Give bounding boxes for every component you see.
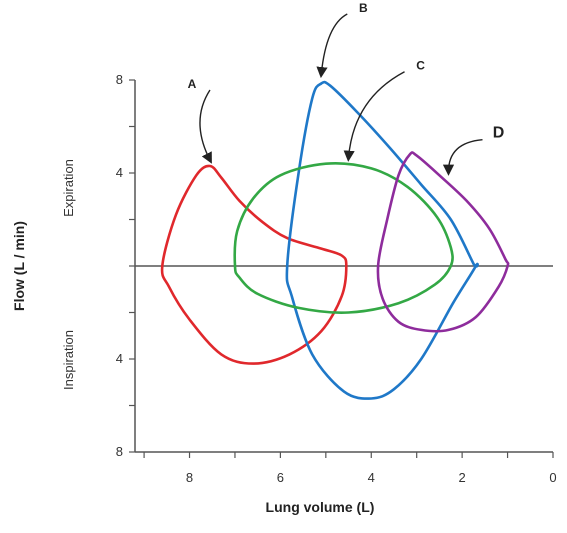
x-tick-label: 4 — [368, 470, 375, 485]
expiration-label: Expiration — [61, 159, 76, 217]
x-axis-title: Lung volume (L) — [266, 499, 375, 515]
x-tick-label: 2 — [459, 470, 466, 485]
x-tick-label: 8 — [186, 470, 193, 485]
y-tick-label: 4 — [116, 351, 123, 366]
series-loop-d — [376, 151, 510, 333]
callout-arrow-a — [199, 89, 212, 164]
series-loop-c — [233, 162, 454, 314]
callout-label-b: B — [359, 1, 368, 15]
inspiration-label: Inspiration — [61, 330, 76, 390]
x-tick-label: 0 — [549, 470, 556, 485]
callout-label-a: A — [188, 77, 197, 91]
y-axis-title: Flow (L / min) — [11, 221, 27, 311]
callout-arrow-b — [316, 13, 348, 79]
y-tick-label: 8 — [116, 72, 123, 87]
series-loop-a — [160, 164, 348, 365]
series-loop-b — [285, 80, 479, 400]
callout-label-d: D — [493, 125, 505, 142]
y-tick-label: 8 — [116, 444, 123, 459]
callout-label-c: C — [416, 59, 425, 73]
callout-arrow-d — [442, 138, 483, 176]
x-tick-label: 6 — [277, 470, 284, 485]
y-tick-label: 4 — [116, 165, 123, 180]
callout-arrow-c — [343, 71, 405, 162]
